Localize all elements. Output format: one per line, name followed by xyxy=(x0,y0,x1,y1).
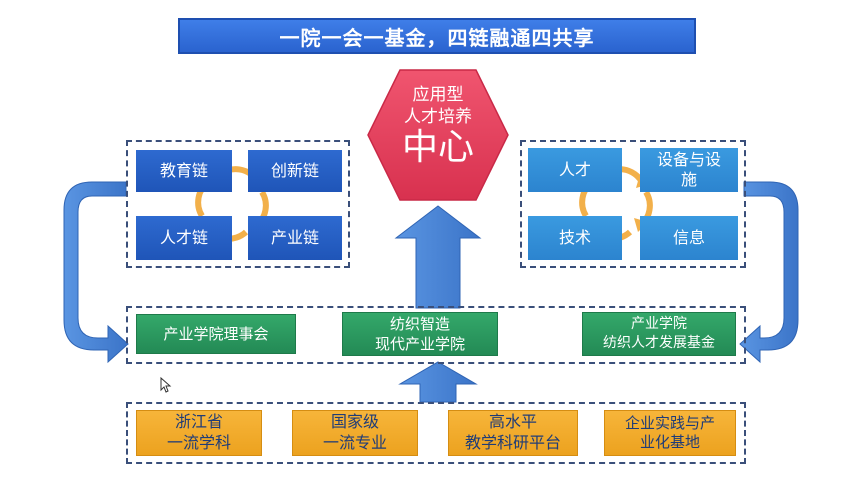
center-line2: 人才培养 xyxy=(404,107,472,128)
left-chain-group xyxy=(126,140,350,268)
center-hexagon xyxy=(367,69,509,201)
left-curved-arrow xyxy=(63,181,129,364)
share-technology: 技术 xyxy=(528,216,622,260)
share-equipment: 设备与设施 xyxy=(640,148,738,192)
up-arrow-top xyxy=(394,205,482,309)
national-major: 国家级 一流专业 xyxy=(292,410,418,456)
chain-innovation: 创新链 xyxy=(248,150,342,192)
center-line1: 应用型 xyxy=(412,85,464,105)
share-information: 信息 xyxy=(640,216,738,260)
mouse-cursor-icon xyxy=(160,376,172,393)
chain-education: 教育链 xyxy=(136,150,232,192)
provincial-discipline: 浙江省 一流学科 xyxy=(136,410,262,456)
right-share-group xyxy=(520,140,746,268)
right-curved-arrow xyxy=(739,181,799,364)
up-arrow-bottom xyxy=(398,361,478,403)
chain-talent: 人才链 xyxy=(136,216,232,260)
share-talent: 人才 xyxy=(528,148,622,192)
title-banner: 一院一会一基金，四链融通四共享 xyxy=(178,18,696,54)
enterprise-practice-base: 企业实践与产 业化基地 xyxy=(604,410,736,456)
center-hexagon-label: 应用型 人才培养 中心 xyxy=(368,84,508,168)
research-platform: 高水平 教学科研平台 xyxy=(448,410,578,456)
textile-modern-industry-college: 纺织智造 现代产业学院 xyxy=(342,312,498,356)
industry-college-council: 产业学院理事会 xyxy=(136,314,296,354)
center-line3: 中心 xyxy=(401,127,474,169)
middle-group xyxy=(126,306,746,364)
chain-industry: 产业链 xyxy=(248,216,342,260)
bottom-group xyxy=(126,402,746,464)
talent-development-fund: 产业学院 纺织人才发展基金 xyxy=(582,312,736,356)
